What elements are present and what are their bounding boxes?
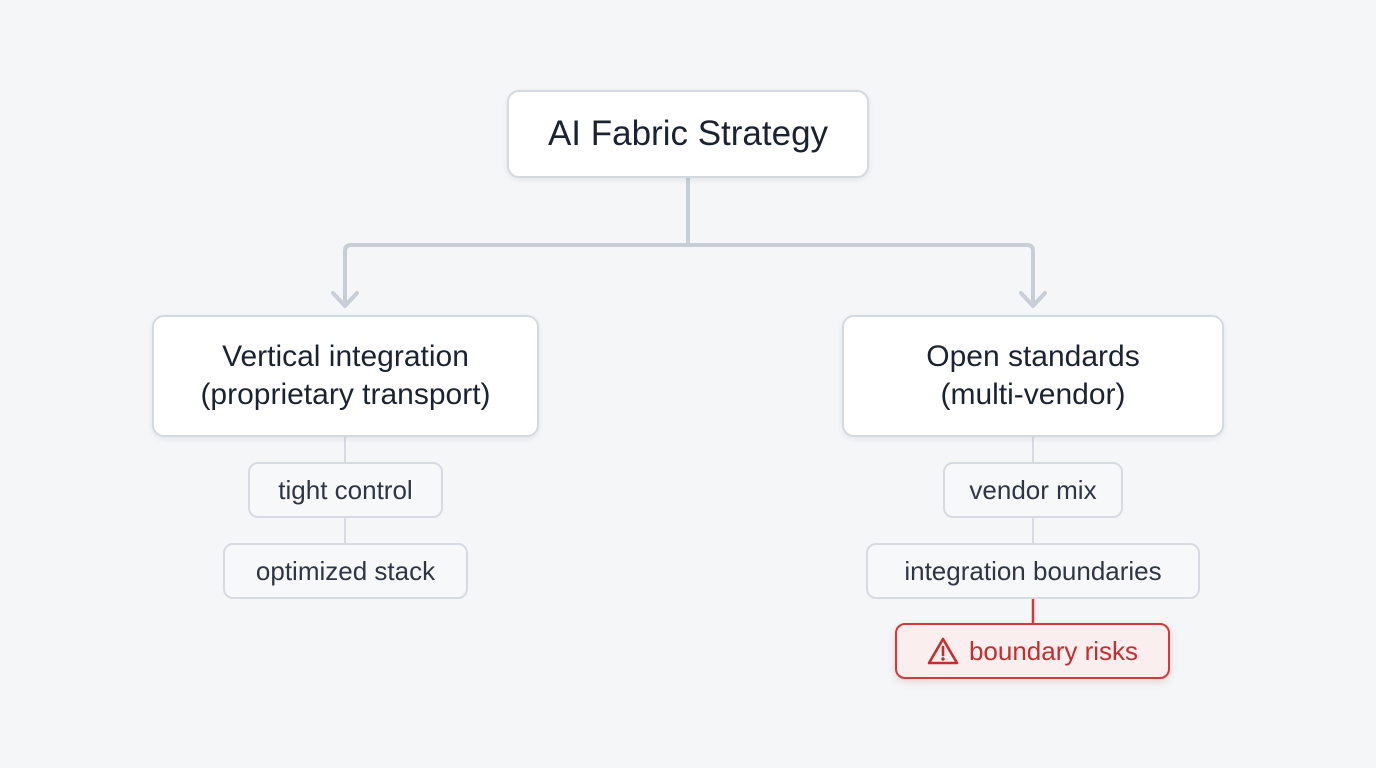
root-label: AI Fabric Strategy <box>547 114 829 153</box>
leaf-label: tight control <box>278 474 413 505</box>
arrowhead-right <box>1019 291 1047 308</box>
branch-subtitle: (multi-vendor) <box>940 378 1126 411</box>
risk-label: boundary risks <box>968 635 1139 666</box>
risk-badge: boundary risks <box>895 623 1170 679</box>
warning-triangle-icon <box>927 636 959 666</box>
split-line <box>343 243 1035 307</box>
leaf-integration-boundaries: integration boundaries <box>866 543 1200 599</box>
branch-open-standards: Open standards (multi-vendor) <box>842 315 1224 437</box>
leaf-label: integration boundaries <box>904 555 1162 586</box>
branch-subtitle: (proprietary transport) <box>200 378 491 411</box>
leaf-tight-control: tight control <box>248 462 443 518</box>
root-node: AI Fabric Strategy <box>507 90 869 178</box>
branch-vertical-integration: Vertical integration (proprietary transp… <box>152 315 539 437</box>
branch-title: Vertical integration <box>222 340 469 373</box>
branch-title: Open standards <box>926 340 1140 373</box>
leaf-label: vendor mix <box>969 474 1097 505</box>
arrowhead-left <box>331 291 359 308</box>
leaf-vendor-mix: vendor mix <box>943 462 1123 518</box>
leaf-optimized-stack: optimized stack <box>223 543 468 599</box>
leaf-label: optimized stack <box>255 555 436 586</box>
